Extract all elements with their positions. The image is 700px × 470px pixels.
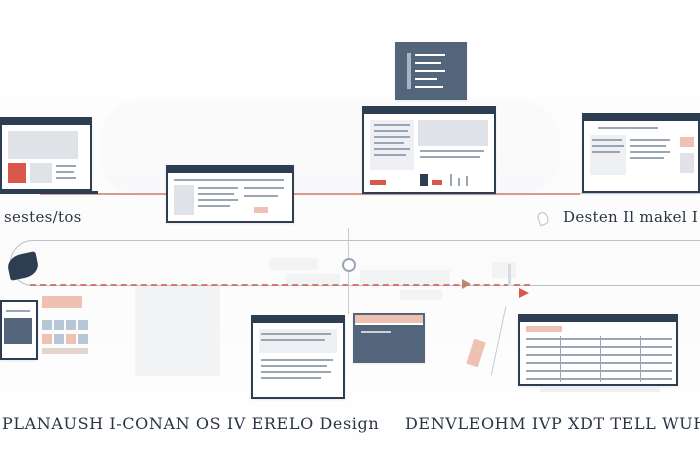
grid-footer xyxy=(42,348,88,354)
screen-browser-left xyxy=(166,165,294,223)
grid-cell xyxy=(42,320,52,330)
label-top-right: Desten Il makel I to xyxy=(563,208,700,226)
grid-cell xyxy=(66,320,76,330)
grid-cell xyxy=(42,334,52,344)
label-top-left: sestes/tos xyxy=(4,208,82,226)
ghost-bar-c xyxy=(360,270,450,284)
connector-line-main xyxy=(40,193,580,195)
screen-slate-panel xyxy=(353,313,425,363)
timeline-dashed-line xyxy=(30,284,530,286)
arrow-head-right xyxy=(519,288,529,298)
ghost-bar-a xyxy=(270,258,318,270)
ghost-bar-b xyxy=(286,274,340,284)
ghost-bar-d xyxy=(400,290,442,300)
screen-monitor-right xyxy=(582,113,700,193)
laptop-base-left xyxy=(0,191,98,194)
screen-tablet-left xyxy=(0,300,38,360)
connector-line-right xyxy=(580,193,700,194)
arrow-head-left xyxy=(462,279,471,289)
timeline-node-icon xyxy=(342,258,356,272)
label-bottom-left: PLANAUSH I-CONAN OS IV ERELO Design xyxy=(2,414,380,433)
connector-diagonal xyxy=(490,306,507,376)
label-bottom-right: DENVLEOHM IVP XDT TELL WUH xyxy=(405,414,700,433)
screen-table-right xyxy=(518,314,678,386)
connector-tick xyxy=(508,264,511,286)
screen-monitor-bottom xyxy=(251,315,345,399)
table-shadow xyxy=(540,386,660,392)
screen-monitor-center xyxy=(362,106,496,194)
pin-icon xyxy=(536,210,550,227)
accent-shard xyxy=(466,338,486,368)
ghost-panel-left xyxy=(135,286,220,376)
grid-cell xyxy=(78,320,88,330)
screen-panel-top xyxy=(395,42,467,100)
grid-cell xyxy=(66,334,76,344)
screen-laptop-left xyxy=(0,117,92,191)
grid-cell xyxy=(78,334,88,344)
card-tag xyxy=(42,296,82,308)
grid-cell xyxy=(54,334,64,344)
grid-cell xyxy=(54,320,64,330)
